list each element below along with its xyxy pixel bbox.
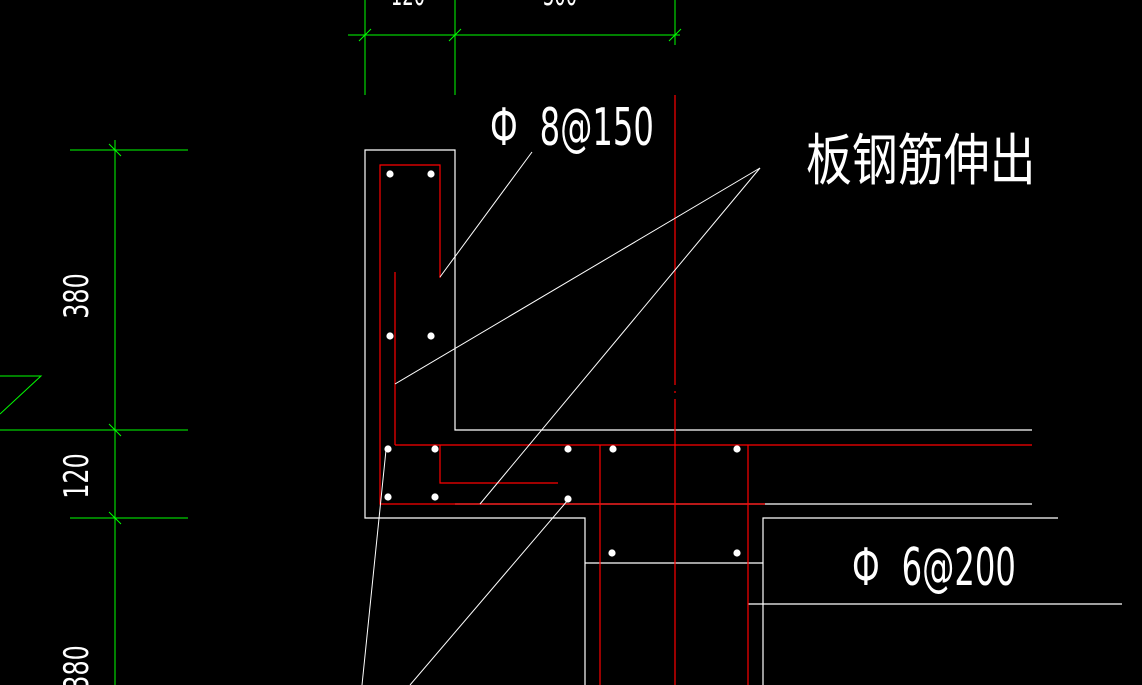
rebar-dot [431, 493, 439, 501]
rebar-dot [608, 549, 616, 557]
leader-note-2 [479, 167, 761, 505]
rebar-spec-text: 8@150 [540, 98, 654, 158]
rebar-grade-symbol: Ф [490, 98, 518, 158]
inner-hook [439, 445, 558, 484]
beam-outline [762, 517, 1058, 685]
left-tick-1 [108, 143, 122, 157]
top-tick-2 [448, 28, 462, 42]
partial-marker [0, 375, 43, 415]
top-tick-1 [358, 28, 372, 42]
rebar-dot [733, 549, 741, 557]
left-tick-3 [108, 511, 122, 525]
rebar-spec-text: 6@200 [902, 538, 1016, 598]
rebar-dot [609, 445, 617, 453]
wall-outline [364, 149, 1032, 685]
dim-top-right: 300 [543, 0, 577, 12]
rebar-dot [427, 170, 435, 178]
leader-dot-1 [361, 449, 387, 685]
dim-left-middle: 120 [57, 453, 96, 498]
leader-lines [361, 151, 761, 685]
rebar-grade-symbol: Ф [852, 538, 880, 598]
wall-stirrup [379, 164, 765, 505]
top-rebar-label: Ф 8@150 [490, 98, 654, 158]
rebar-dot [384, 493, 392, 501]
rebar-dot [386, 170, 394, 178]
rebar-dot [564, 445, 572, 453]
leader-note-1 [394, 167, 761, 385]
rebar-dots [384, 170, 741, 557]
dim-left-upper: 380 [57, 273, 96, 318]
rebar-dot [564, 495, 572, 503]
dimension-lines [0, 0, 682, 685]
slab-rebar-note: 板钢筋伸出 [806, 129, 1036, 195]
bottom-rebar-label: Ф 6@200 [852, 538, 1016, 598]
dim-top-left: 120 [391, 0, 425, 12]
leader-dot-2 [409, 499, 569, 685]
rebar-dot [733, 445, 741, 453]
leader-top-spec [439, 151, 533, 278]
top-tick-3 [668, 28, 682, 42]
left-tick-2 [108, 423, 122, 437]
rebar-lines [379, 95, 1032, 685]
rebar-dot [427, 332, 435, 340]
rebar-dot [386, 332, 394, 340]
rebar-dot [384, 445, 392, 453]
rebar-dot [431, 445, 439, 453]
dim-left-lower: 380 [57, 645, 96, 685]
